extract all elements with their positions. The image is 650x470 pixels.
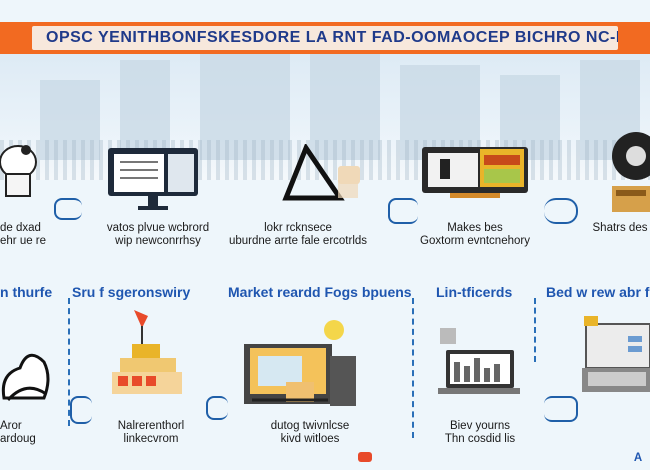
section-heading-2: Sru f sgeronswiry: [72, 284, 191, 300]
connector-bracket: [544, 396, 578, 422]
footer-mark: A: [633, 452, 643, 464]
coffee-machine-icon: [606, 128, 650, 219]
row1-label-5: Shatrs des: [592, 222, 648, 234]
section-heading-4: Lin-tficerds: [436, 284, 513, 300]
laptop-charts-icon: [436, 322, 522, 403]
title-banner: OPSC YENITHBONFSKESDORE LA RNT FAD-OOMAO…: [0, 22, 650, 54]
dashed-frame: [68, 298, 70, 426]
computer-workstation-icon: [242, 316, 362, 415]
connector-bracket: [70, 396, 92, 424]
dashed-frame: [220, 298, 414, 438]
connector-bracket: [388, 198, 418, 224]
dashed-frame: [534, 298, 536, 362]
chef-hat-icon: [0, 140, 42, 205]
section-heading-5: Bed w rew abr f: [546, 284, 650, 300]
decor-red-dot: [358, 452, 372, 462]
monitor-document-icon: [106, 146, 202, 221]
connector-bracket: [54, 198, 82, 220]
section-heading-1: n thurfe: [0, 284, 53, 300]
shop-stand-icon: [104, 306, 184, 403]
connector-bracket: [544, 198, 578, 224]
section-heading-3: Market reardd Fogs bpuens: [228, 284, 412, 300]
connector-bracket: [206, 396, 228, 420]
laptop-screen-icon: [580, 316, 650, 401]
monitor-ledger-icon: [420, 145, 530, 205]
banner-title: OPSC YENITHBONFSKESDORE LA RNT FAD-OOMAO…: [32, 26, 618, 50]
cloud-icon: [0, 338, 50, 417]
decor-block: [338, 166, 360, 184]
